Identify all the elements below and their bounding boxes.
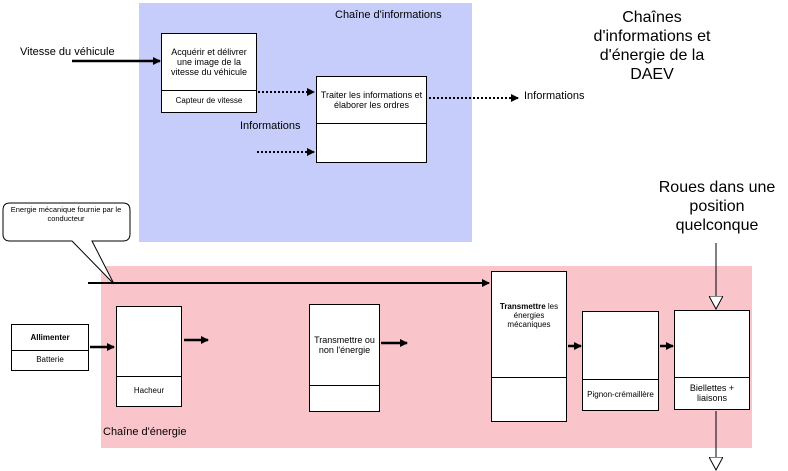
process-info-support bbox=[317, 122, 426, 162]
informations-input-label: Informations bbox=[240, 120, 301, 132]
transmettre-support bbox=[310, 384, 379, 411]
hacheur-label: Hacheur bbox=[133, 386, 165, 395]
process-info-box: Traiter les informations et élaborer les… bbox=[316, 76, 427, 163]
energy-chain-label: Chaîne d'énergie bbox=[103, 426, 187, 438]
acquire-speed-box: Acquérir et délivrer une image de la vit… bbox=[161, 33, 257, 113]
transmettre-mecanique-support bbox=[492, 376, 566, 421]
transmettre-rest: les énergies mécaniques bbox=[507, 302, 559, 329]
information-chain-label: Chaîne d'informations bbox=[335, 9, 442, 21]
battery-label: Batterie bbox=[36, 355, 64, 364]
pignon-box: Pignon-crémaillère bbox=[582, 311, 659, 411]
transmettre-mecanique-function: Transmettre les énergies mécaniques bbox=[492, 272, 566, 377]
biellettes-label: Biellettes + liaisons bbox=[689, 382, 735, 403]
vehicle-speed-label: Vitesse du véhicule bbox=[20, 46, 115, 58]
acquire-speed-function: Acquérir et délivrer une image de la vit… bbox=[170, 47, 248, 77]
driver-energy-text: Energie mécanique fournie par le conduct… bbox=[10, 205, 122, 223]
process-info-function: Traiter les informations et élaborer les… bbox=[320, 90, 423, 110]
roues-label: Roues dans une position quelconque bbox=[658, 179, 776, 234]
speed-sensor-label: Capteur de vitesse bbox=[175, 96, 243, 105]
informations-output-label: Informations bbox=[524, 90, 585, 102]
pignon-cremaillere-label: Pignon-crémaillère bbox=[587, 389, 654, 399]
hacheur-box: Hacheur bbox=[116, 306, 182, 407]
diagram-title: Chaînes d'informations et d'énergie de l… bbox=[593, 9, 711, 83]
driver-energy-callout bbox=[2, 202, 131, 285]
alimenter-function: Allimenter bbox=[30, 332, 70, 342]
transmettre-box: Transmettre ou non l'énergie bbox=[309, 304, 380, 412]
pignon-function bbox=[583, 312, 658, 379]
biellettes-box: Biellettes + liaisons bbox=[674, 310, 750, 410]
biellettes-function bbox=[675, 311, 749, 377]
transmettre-bold-word: Transmettre bbox=[499, 302, 546, 311]
alimenter-box: Allimenter Batterie bbox=[11, 324, 89, 371]
transmettre-function: Transmettre ou non l'énergie bbox=[314, 335, 375, 355]
hacheur-function bbox=[117, 307, 181, 376]
transmettre-mecanique-box: Transmettre les énergies mécaniques bbox=[491, 271, 567, 422]
